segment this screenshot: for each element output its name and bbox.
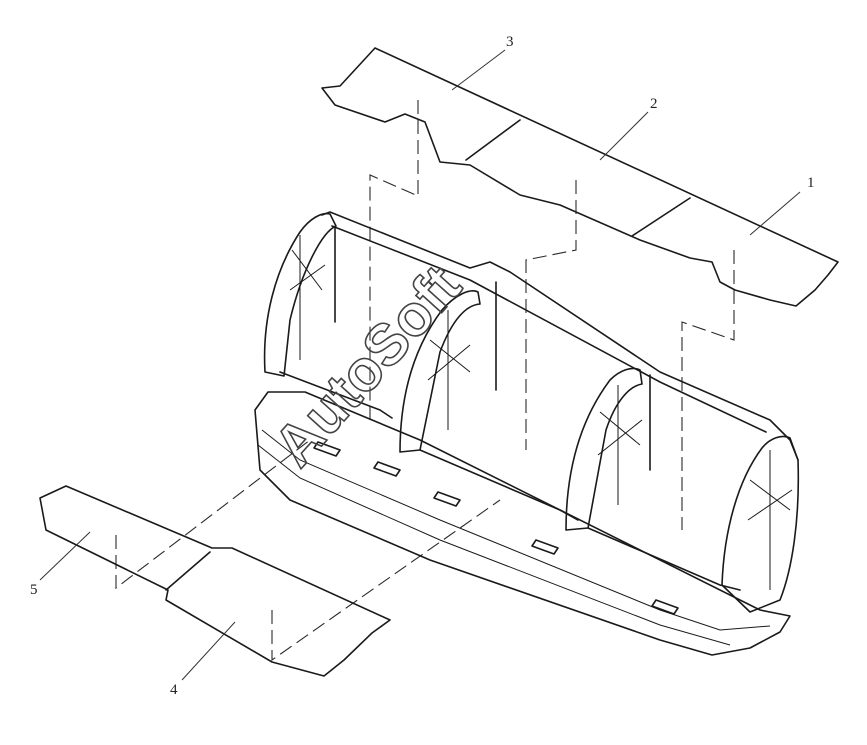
watermark: AutoSoft [261,253,473,478]
callout-2: 2 [650,96,658,112]
left-divider [399,290,579,521]
callout-3: 3 [506,34,514,50]
assembly-guide-lines [115,100,735,662]
right-divider [565,367,741,591]
bottom-mat-panel [39,485,391,677]
leader-lines [39,49,801,681]
callout-1: 1 [807,175,815,191]
frame-back-wall [321,211,799,471]
right-side-panel [721,435,800,613]
callout-4: 4 [170,682,178,698]
callout-5: 5 [30,582,38,598]
left-side-panel [263,212,393,419]
tray-base [254,391,791,656]
top-mat-panel [321,47,839,307]
